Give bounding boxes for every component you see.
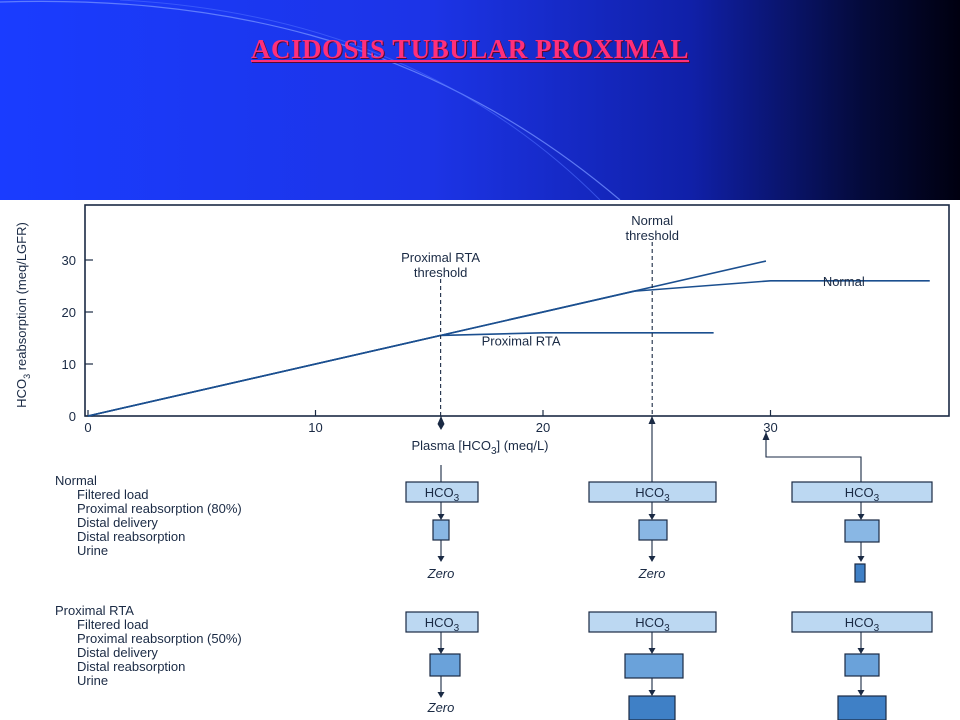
header-swoosh-decoration xyxy=(0,0,621,200)
normal-arrow-2a-head xyxy=(648,514,656,520)
normal-arrow-2b-head xyxy=(648,556,656,562)
prox-urine-block-2 xyxy=(628,695,676,720)
x-tick-label: 20 xyxy=(536,420,550,435)
y-axis-label: HCO3 reabsorption (meq/LGFR) xyxy=(14,222,32,408)
y-tick-label: 0 xyxy=(69,409,76,424)
series-line-0 xyxy=(87,280,930,417)
prox-arrow-2b-head xyxy=(648,690,656,696)
normal-arrow-1b-head xyxy=(437,556,445,562)
x-tick-label: 0 xyxy=(84,420,91,435)
prox-arrow-3b-head xyxy=(857,690,865,696)
threshold-arrow-1-head xyxy=(437,424,445,430)
zero-label: Zero xyxy=(638,566,666,581)
normal-arrow-3b-head xyxy=(857,556,865,562)
normal-filtered-box-1-label: HCO3 xyxy=(425,485,460,504)
x-axis-label: Plasma [HCO3] (meq/L) xyxy=(411,438,548,457)
x-tick-label: 10 xyxy=(308,420,322,435)
x-axis-label-main: Plasma [HCO xyxy=(411,438,490,453)
prox-urine-block-3 xyxy=(837,695,887,720)
slide-header: ACIDOSIS TUBULAR PROXIMAL xyxy=(0,0,960,200)
normal-filtered-box-1 xyxy=(405,481,479,503)
row-label: Filtered load xyxy=(77,617,149,632)
prox-filtered-box-1 xyxy=(405,611,479,633)
prox-arrow-2a-head xyxy=(648,648,656,654)
chart-frame xyxy=(84,204,950,417)
series-line-2 xyxy=(87,260,767,417)
row-label: Proximal reabsorption (50%) xyxy=(77,631,242,646)
col3-connector-head xyxy=(762,432,770,440)
section-heading: Normal xyxy=(55,473,97,488)
y-tick-label: 30 xyxy=(62,253,76,268)
prox-filtered-box-3-label: HCO3 xyxy=(845,615,880,634)
prox-filtered-box-3 xyxy=(791,611,933,633)
row-label: Distal reabsorption xyxy=(77,659,185,674)
row-label: Urine xyxy=(77,673,108,688)
normal-urine-block-3 xyxy=(854,563,866,583)
normal-filtered-box-3 xyxy=(791,481,933,503)
normal-filtered-box-3-label: HCO3 xyxy=(845,485,880,504)
threshold-label: Proximal RTA xyxy=(401,250,480,265)
row-label: Filtered load xyxy=(77,487,149,502)
prox-filtered-box-2-label: HCO3 xyxy=(635,615,670,634)
threshold-label: Normal xyxy=(631,213,673,228)
normal-distal-block-1 xyxy=(432,519,450,541)
y-tick-label: 20 xyxy=(62,305,76,320)
zero-label: Zero xyxy=(427,566,455,581)
normal-distal-block-3 xyxy=(844,519,880,543)
normal-arrow-3a-head xyxy=(857,514,865,520)
x-tick-label: 30 xyxy=(763,420,777,435)
col2-connector-head xyxy=(648,416,656,424)
x-axis-label-sub: 3 xyxy=(491,446,497,457)
y-tick-label: 10 xyxy=(62,357,76,372)
series-label: Normal xyxy=(823,274,865,289)
prox-distal-block-3 xyxy=(844,653,880,677)
prox-arrow-1b-head xyxy=(437,692,445,698)
col3-connector xyxy=(765,432,862,482)
normal-distal-block-2 xyxy=(638,519,668,541)
col1-connector-head xyxy=(437,416,445,424)
row-label: Proximal reabsorption (80%) xyxy=(77,501,242,516)
row-label: Urine xyxy=(77,543,108,558)
slide-title: ACIDOSIS TUBULAR PROXIMAL xyxy=(250,34,690,64)
normal-arrow-1a-head xyxy=(437,514,445,520)
row-label: Distal reabsorption xyxy=(77,529,185,544)
threshold-label: threshold xyxy=(414,265,467,280)
row-label: Distal delivery xyxy=(77,515,158,530)
prox-distal-block-2 xyxy=(624,653,684,679)
threshold-label: threshold xyxy=(625,228,678,243)
prox-arrow-1a-head xyxy=(437,648,445,654)
normal-filtered-box-2-label: HCO3 xyxy=(635,485,670,504)
prox-filtered-box-1-label: HCO3 xyxy=(425,615,460,634)
section-heading: Proximal RTA xyxy=(55,603,134,618)
x-axis-label-tail: ] (meq/L) xyxy=(497,438,549,453)
prox-arrow-3a-head xyxy=(857,648,865,654)
series-label: Proximal RTA xyxy=(482,333,561,348)
row-label: Distal delivery xyxy=(77,645,158,660)
prox-distal-block-1 xyxy=(429,653,461,677)
zero-label: Zero xyxy=(427,700,455,715)
